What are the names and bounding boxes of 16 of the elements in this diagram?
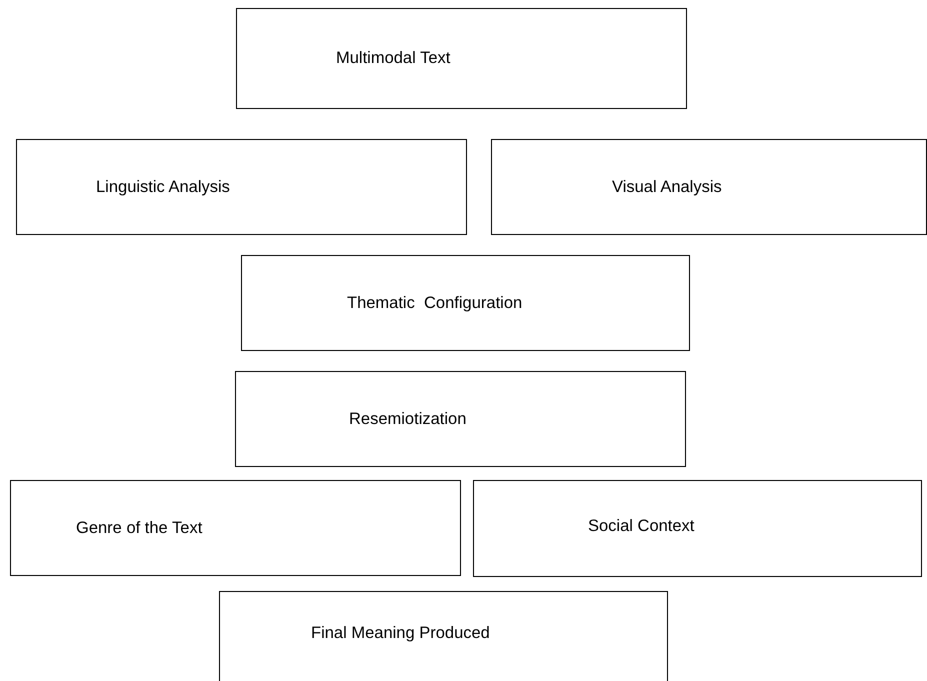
process-box — [219, 591, 668, 681]
box-label: Social Context — [588, 517, 694, 536]
box-label: Linguistic Analysis — [96, 178, 230, 196]
process-box — [473, 480, 922, 577]
process-box — [236, 8, 687, 109]
box-label: Genre of the Text — [76, 518, 202, 538]
box-label: Final Meaning Produced — [311, 624, 490, 642]
process-box — [241, 255, 690, 351]
box-label: Resemiotization — [349, 410, 466, 428]
box-label: Multimodal Text — [336, 49, 450, 68]
process-box — [491, 139, 927, 235]
process-box — [16, 139, 467, 235]
box-label: Thematic Configuration — [347, 294, 522, 312]
box-label: Visual Analysis — [612, 178, 722, 196]
process-box — [235, 371, 686, 467]
process-box — [10, 480, 461, 576]
